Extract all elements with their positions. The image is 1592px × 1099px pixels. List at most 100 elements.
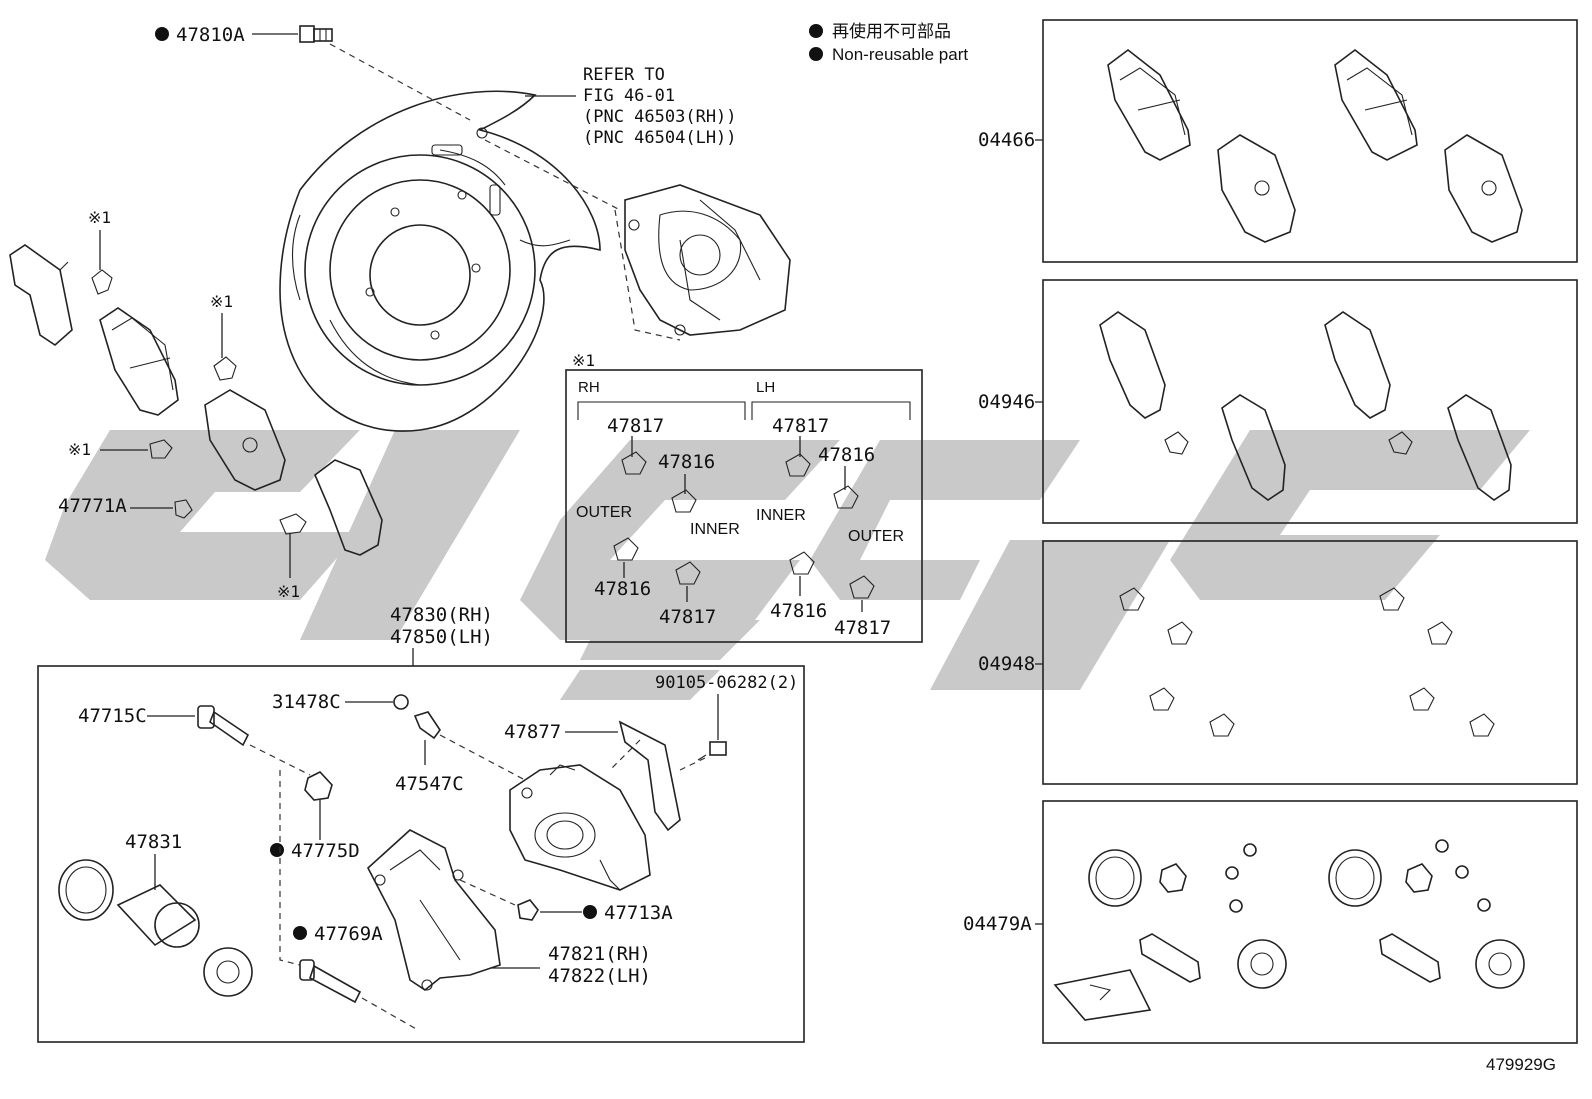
clip-icon <box>613 537 639 561</box>
label-47713A: 47713A <box>604 902 673 924</box>
caliper-body-icon <box>509 764 651 891</box>
clip-icon <box>1379 587 1405 611</box>
guide-pin-icon <box>1379 933 1441 983</box>
seal-kit-left <box>1053 843 1287 1021</box>
kit-04946: 04946 <box>978 279 1578 524</box>
mark-1d: ※1 <box>277 582 300 601</box>
clip-icon <box>149 439 173 459</box>
brake-pad-icon <box>1107 48 1191 161</box>
guide-pin-icon <box>299 959 362 1004</box>
caliper-title-lh: 47850(LH) <box>390 626 493 648</box>
brake-pad-icon <box>204 389 286 491</box>
clip-icon <box>621 451 647 475</box>
guide-pin-icon <box>1139 933 1201 983</box>
bleeder-screw-icon <box>413 711 441 740</box>
label-47771A: 47771A <box>58 495 127 517</box>
clip-icon <box>1209 713 1235 737</box>
bolt-icon <box>697 741 727 761</box>
bleeder-cap-icon <box>1243 843 1257 857</box>
grease-packet-icon <box>1053 969 1152 1021</box>
pin-boot-icon <box>304 771 333 801</box>
refer-note-3: (PNC 46503(RH)) <box>583 107 737 127</box>
clip-icon <box>91 269 113 295</box>
inset-lh: LH <box>756 379 775 396</box>
shim-icon <box>1099 311 1166 419</box>
clip-icon <box>833 485 859 509</box>
shim-icon <box>1324 311 1391 419</box>
inset-lh-outer: OUTER <box>848 528 904 545</box>
piston-seal-icon <box>1328 849 1382 907</box>
label-47715C: 47715C <box>78 705 147 727</box>
shim-icon <box>314 459 383 556</box>
legend-jp: 再使用不可部品 <box>832 21 951 41</box>
clip-icon <box>279 513 307 535</box>
clip-icon <box>213 356 237 381</box>
inset-lh-47816-a: 47816 <box>818 444 875 466</box>
mark-1a: ※1 <box>88 208 111 227</box>
refer-note-1: REFER TO <box>583 65 665 85</box>
clip-icon <box>785 453 811 477</box>
legend: 再使用不可部品 Non-reusable part <box>809 21 968 64</box>
clip-icon <box>1149 687 1175 711</box>
clip-icon <box>671 489 697 513</box>
clip-inset: ※1 RH LH 47817 47816 OUTER INNER 47816 4… <box>565 351 923 643</box>
inset-lh-47817-b: 47817 <box>834 617 891 639</box>
kit-04466-code: 04466 <box>978 129 1035 151</box>
label-47547C: 47547C <box>395 773 464 795</box>
label-47810A: 47810A <box>176 24 245 46</box>
clip-icon <box>849 575 875 599</box>
clip-icon <box>1167 621 1193 645</box>
bleeder-cap-icon <box>1455 865 1469 879</box>
kit-04948-code: 04948 <box>978 653 1035 675</box>
clip-icon <box>1469 713 1495 737</box>
clip-icon <box>1119 587 1145 611</box>
bleeder-cap-icon <box>1225 866 1239 880</box>
label-47821: 47821(RH) <box>548 943 651 965</box>
shim-icon <box>9 244 73 347</box>
bleeder-cap-icon <box>1435 839 1449 853</box>
clip-icon <box>1409 687 1435 711</box>
shim-icon <box>1447 394 1512 501</box>
brake-pad-icon <box>1217 134 1296 243</box>
bleeder-cap-icon <box>517 899 539 921</box>
clip-icon <box>1164 431 1189 455</box>
piston-boot-icon <box>1475 939 1525 989</box>
inset-lh-47817-a: 47817 <box>772 415 829 437</box>
piston-seal-icon <box>58 859 114 921</box>
label-47877: 47877 <box>504 721 561 743</box>
inset-rh-47816-b: 47816 <box>594 578 651 600</box>
label-47775D: 47775D <box>291 840 360 862</box>
brake-pad-icon <box>99 307 179 416</box>
backing-plate-group: 47810A RE <box>9 24 791 601</box>
mounting-bracket-icon <box>367 829 501 991</box>
clip-icon <box>1427 621 1453 645</box>
inset-rh-47817-a: 47817 <box>607 415 664 437</box>
diagram-code: 479929G <box>1486 1055 1556 1074</box>
piston-icon <box>116 884 200 948</box>
inset-lh-47816-b: 47816 <box>770 600 827 622</box>
kit-04948: 04948 <box>978 540 1578 785</box>
watermark-logo <box>45 430 1530 700</box>
label-90105: 90105-06282(2) <box>655 673 798 693</box>
guide-pin-icon <box>197 705 250 747</box>
clip-icon <box>789 551 815 575</box>
piston-boot-icon <box>1237 939 1287 989</box>
inset-rh: RH <box>578 379 600 396</box>
piston-boot-icon <box>203 947 253 997</box>
inset-lh-inner: INNER <box>756 507 806 524</box>
clip-icon <box>174 499 193 519</box>
label-47769A: 47769A <box>314 923 383 945</box>
label-31478C: 31478C <box>272 691 341 713</box>
seal-kit-right <box>1328 839 1525 989</box>
pin-boot-icon <box>1405 863 1433 893</box>
inset-rh-inner: INNER <box>690 521 740 538</box>
kit-04479A-code: 04479A <box>963 913 1032 935</box>
caliper-title-rh: 47830(RH) <box>390 604 493 626</box>
legend-en: Non-reusable part <box>832 45 968 64</box>
dust-shield-icon <box>279 90 601 432</box>
clip-icon <box>1388 431 1413 455</box>
mark-1b: ※1 <box>210 292 233 311</box>
brake-pad-icon <box>1444 134 1523 243</box>
inset-rh-47817-b: 47817 <box>659 606 716 628</box>
